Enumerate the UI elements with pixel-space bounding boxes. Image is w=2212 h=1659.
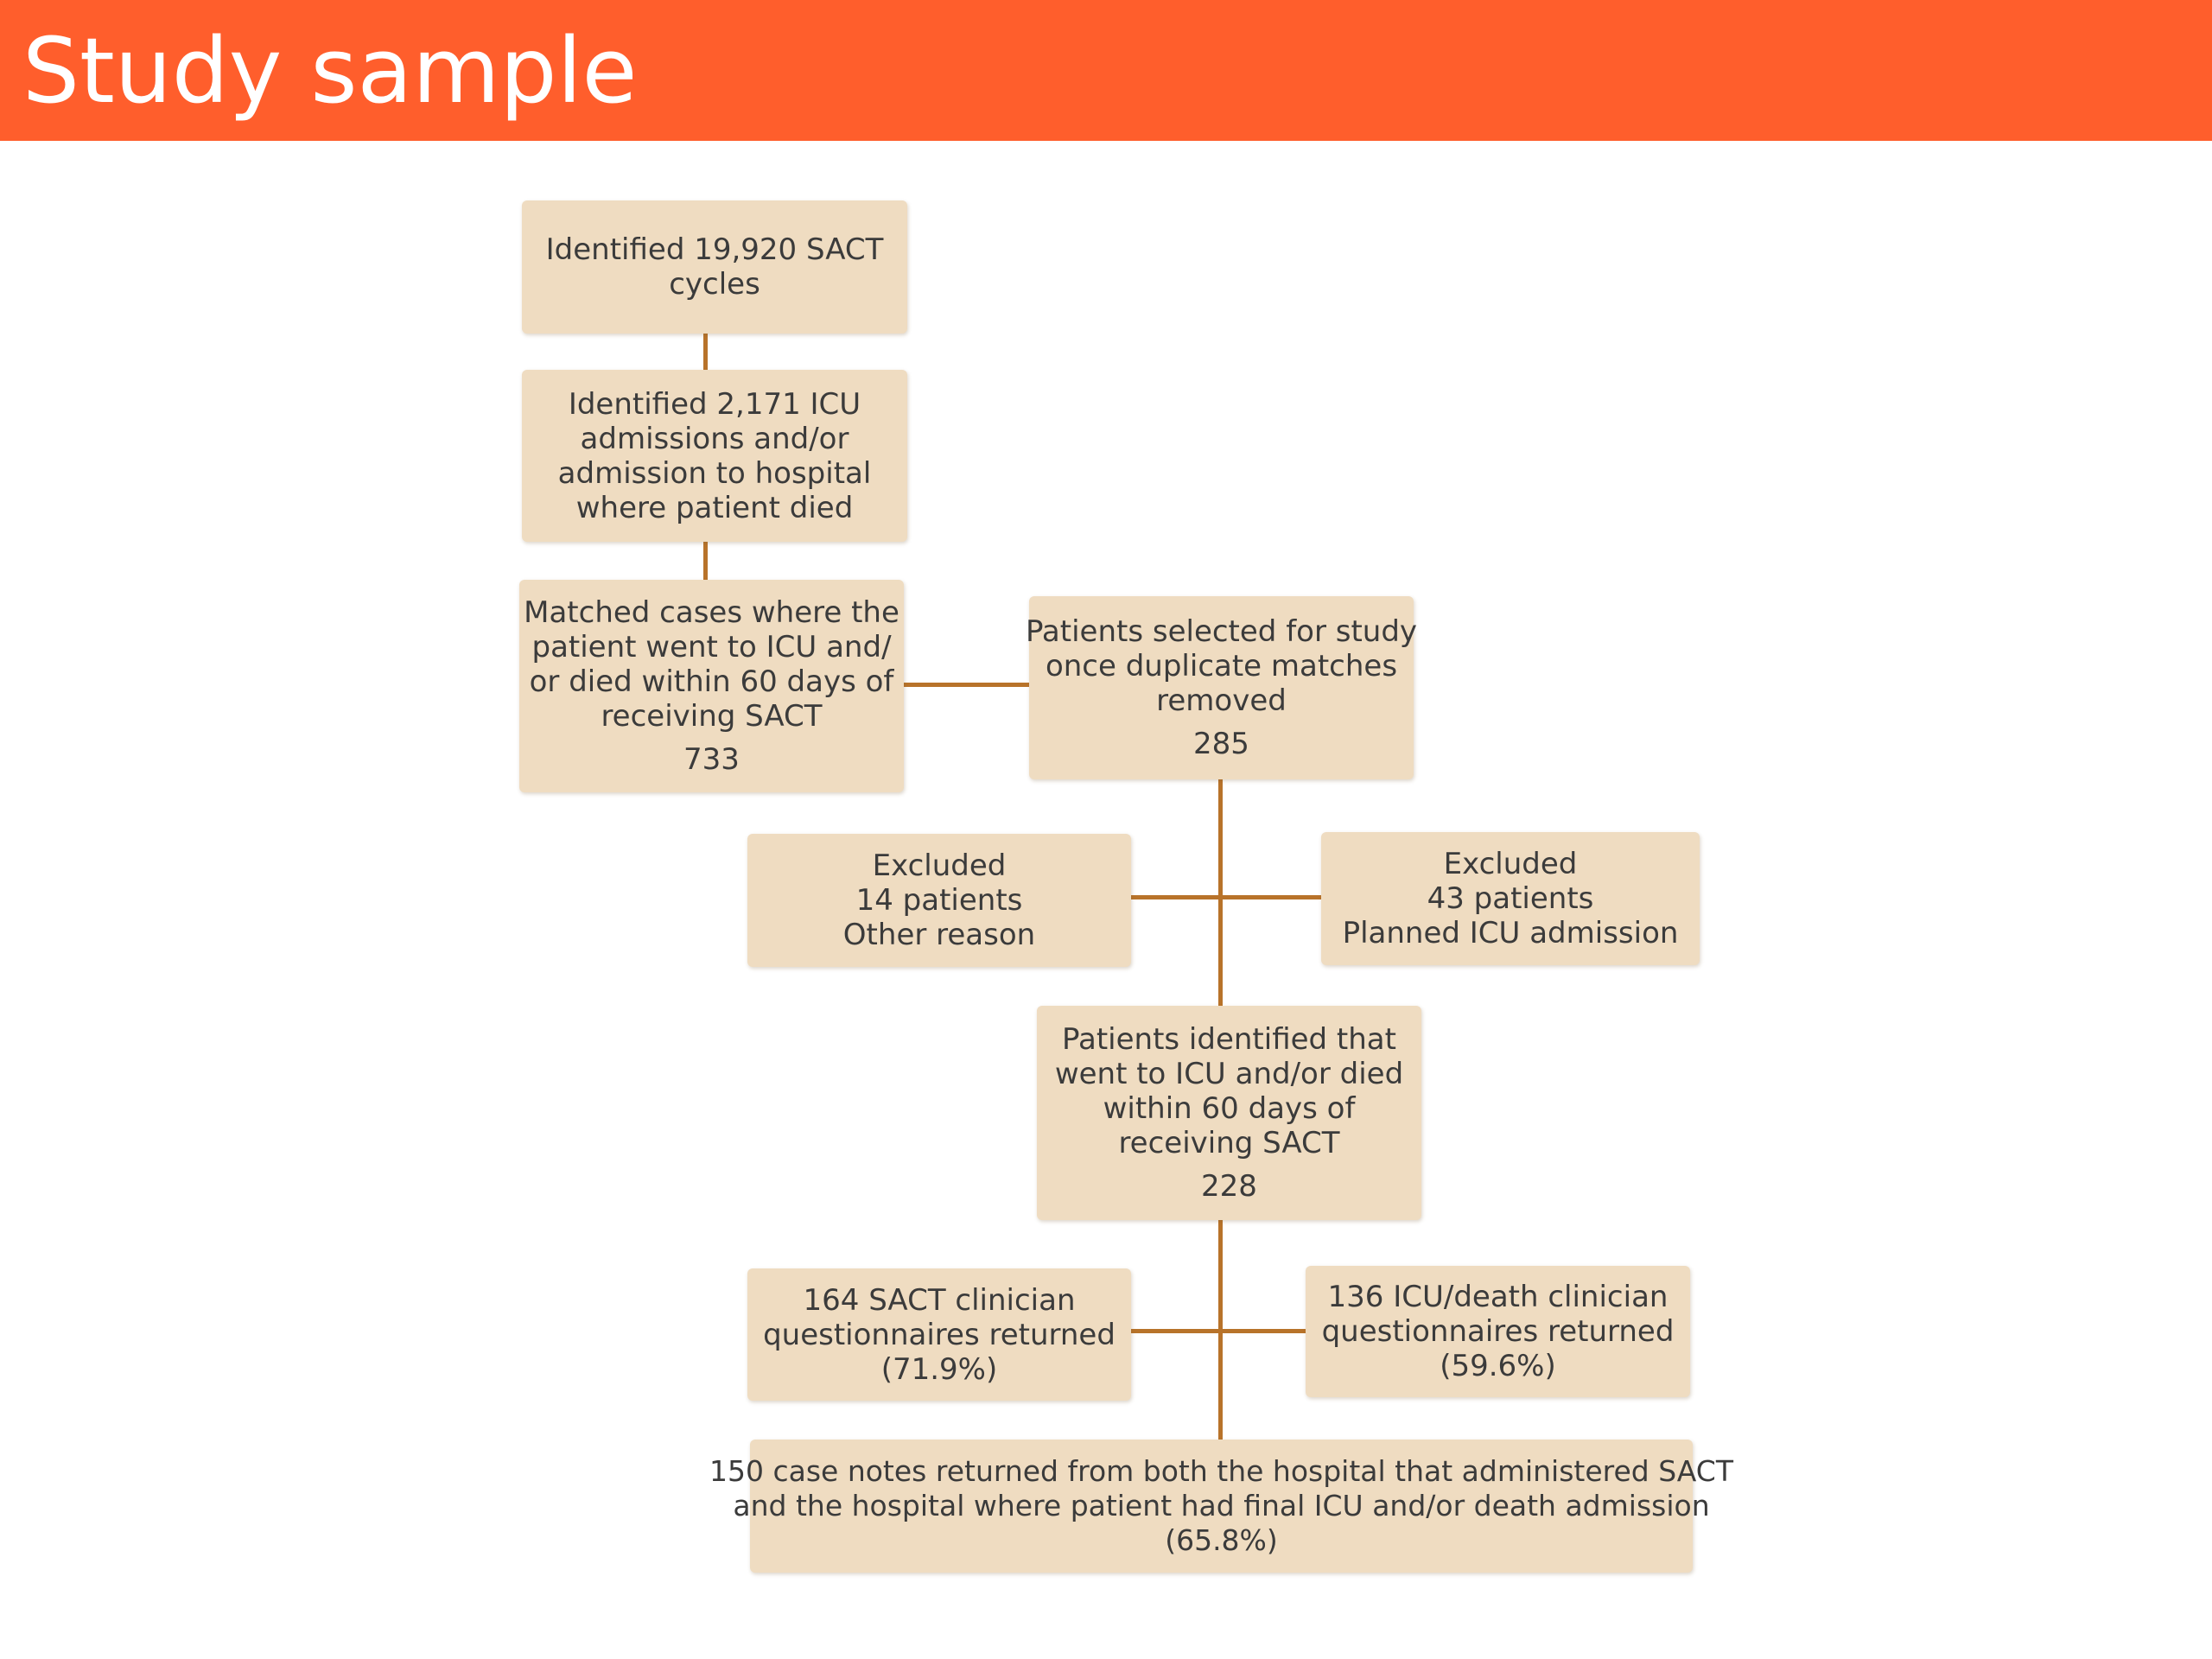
connector-admissions-to-matched: [703, 542, 708, 580]
header-bar: Study sample: [0, 0, 2212, 141]
box-excluded-planned-icu: Excluded 43 patients Planned ICU admissi…: [1321, 832, 1700, 965]
box-identified-cycles: Identified 19,920 SACT cycles: [522, 200, 907, 334]
connector-matched-to-selected: [904, 683, 1029, 687]
box-line: questionnaires returned: [1321, 1314, 1675, 1349]
box-line: and the hospital where patient had final…: [733, 1489, 1710, 1522]
box-line: removed: [1156, 683, 1287, 718]
box-selected-for-study: Patients selected for study once duplica…: [1025, 596, 1418, 779]
connector-selected-to-identified: [1218, 779, 1223, 1006]
box-line: 43 patients: [1427, 881, 1594, 916]
box-line: Excluded: [872, 849, 1007, 883]
box-count: 285: [1193, 727, 1249, 761]
box-identified-patients: Patients identified that went to ICU and…: [1037, 1006, 1421, 1220]
box-line: within 60 days of: [1103, 1091, 1356, 1126]
box-line: 136 ICU/death clinician: [1327, 1280, 1669, 1314]
box-icu-questionnaires: 136 ICU/death clinician questionnaires r…: [1306, 1266, 1690, 1397]
box-line: 164 SACT clinician: [803, 1282, 1076, 1318]
box-line: cycles: [669, 267, 760, 302]
box-sact-questionnaires: 164 SACT clinician questionnaires return…: [747, 1268, 1131, 1401]
box-line: went to ICU and/or died: [1054, 1057, 1404, 1091]
box-line: Excluded: [1443, 847, 1578, 881]
box-line: Identified 2,171 ICU: [568, 386, 861, 422]
box-line: Other reason: [842, 918, 1036, 952]
box-count: 228: [1201, 1169, 1257, 1204]
box-line: receiving SACT: [1118, 1126, 1340, 1160]
box-line: patient went to ICU and/: [531, 630, 892, 664]
box-line: admission to hospital: [557, 455, 872, 491]
box-line: Identified 19,920 SACT: [545, 232, 884, 267]
box-line: questionnaires returned: [763, 1317, 1116, 1352]
box-line: where patient died: [575, 490, 854, 525]
box-line: Matched cases where the: [524, 595, 899, 630]
box-line: (71.9%): [880, 1351, 998, 1387]
box-line: admissions and/or: [580, 421, 849, 456]
connector-questionnaires-horizontal: [1131, 1329, 1306, 1333]
box-excluded-other-reason: Excluded 14 patients Other reason: [747, 834, 1131, 967]
box-identified-admissions: Identified 2,171 ICU admissions and/or a…: [522, 370, 907, 542]
box-line: Patients identified that: [1062, 1022, 1396, 1057]
box-case-notes: 150 case notes returned from both the ho…: [709, 1440, 1733, 1573]
box-line: (65.8%): [1165, 1523, 1278, 1557]
box-line: receiving SACT: [601, 699, 823, 734]
page-title: Study sample: [22, 18, 638, 124]
box-line: Planned ICU admission: [1342, 916, 1679, 950]
box-line: Patients selected for study: [1025, 614, 1418, 649]
box-line: 14 patients: [855, 883, 1023, 918]
box-line: once duplicate matches: [1045, 649, 1398, 683]
box-line: or died within 60 days of: [529, 664, 894, 699]
box-line: 150 case notes returned from both the ho…: [709, 1454, 1733, 1488]
connector-exclusions-horizontal: [1131, 895, 1321, 899]
box-matched-cases: Matched cases where the patient went to …: [519, 580, 904, 792]
box-line: (59.6%): [1440, 1349, 1556, 1383]
box-count: 733: [683, 742, 740, 777]
connector-cycles-to-admissions: [703, 334, 708, 370]
